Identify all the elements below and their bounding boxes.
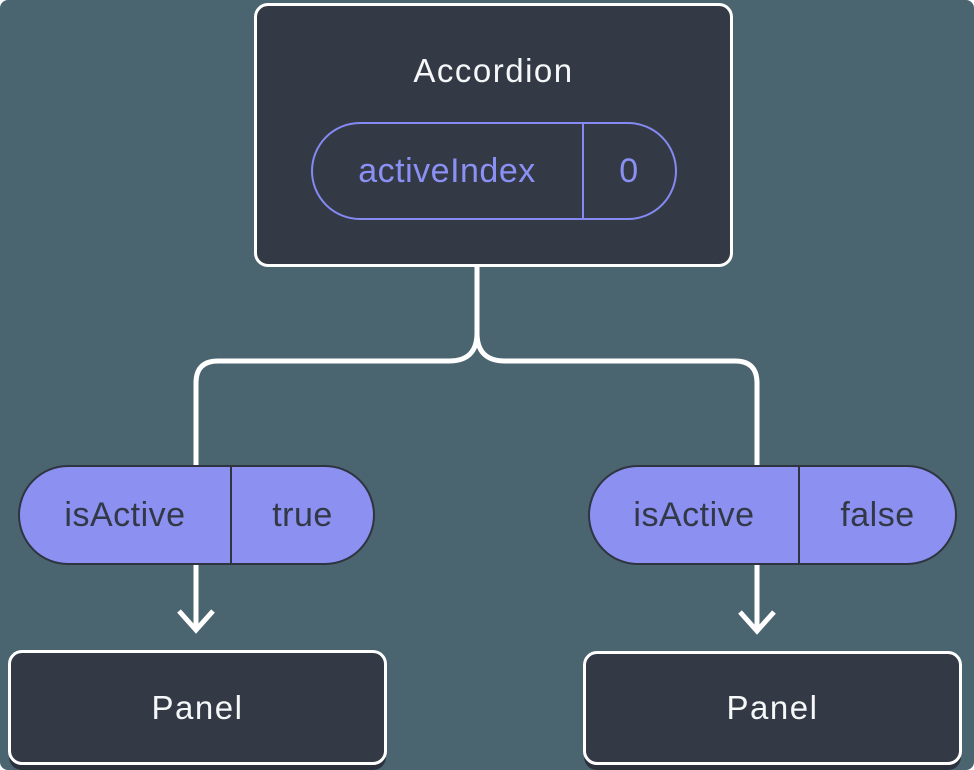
prop-name: isActive bbox=[64, 495, 186, 534]
panel-node-left: Panel bbox=[8, 650, 387, 765]
prop-pill-inactive: isActive false bbox=[588, 465, 957, 565]
prop-pill-active: isActive true bbox=[18, 465, 375, 565]
node-title: Accordion bbox=[413, 52, 574, 89]
node-title: Panel bbox=[151, 688, 244, 726]
node-title: Panel bbox=[726, 689, 819, 726]
prop-value: true bbox=[272, 495, 333, 534]
panel-node-right: Panel bbox=[583, 651, 962, 765]
pill-divider bbox=[798, 467, 800, 563]
accordion-node: Accordion activeIndex 0 bbox=[254, 3, 733, 267]
prop-name: isActive bbox=[633, 495, 755, 534]
down-arrow-icon bbox=[738, 610, 776, 635]
state-name: activeIndex bbox=[358, 151, 536, 190]
down-arrow-icon bbox=[177, 609, 215, 634]
pill-divider bbox=[230, 467, 232, 563]
state-pill: activeIndex 0 bbox=[310, 122, 677, 220]
state-value: 0 bbox=[619, 151, 639, 190]
prop-value: false bbox=[840, 495, 915, 534]
pill-divider bbox=[581, 124, 584, 218]
connector-branch-right bbox=[474, 266, 760, 628]
connector-branch-left bbox=[193, 266, 480, 628]
